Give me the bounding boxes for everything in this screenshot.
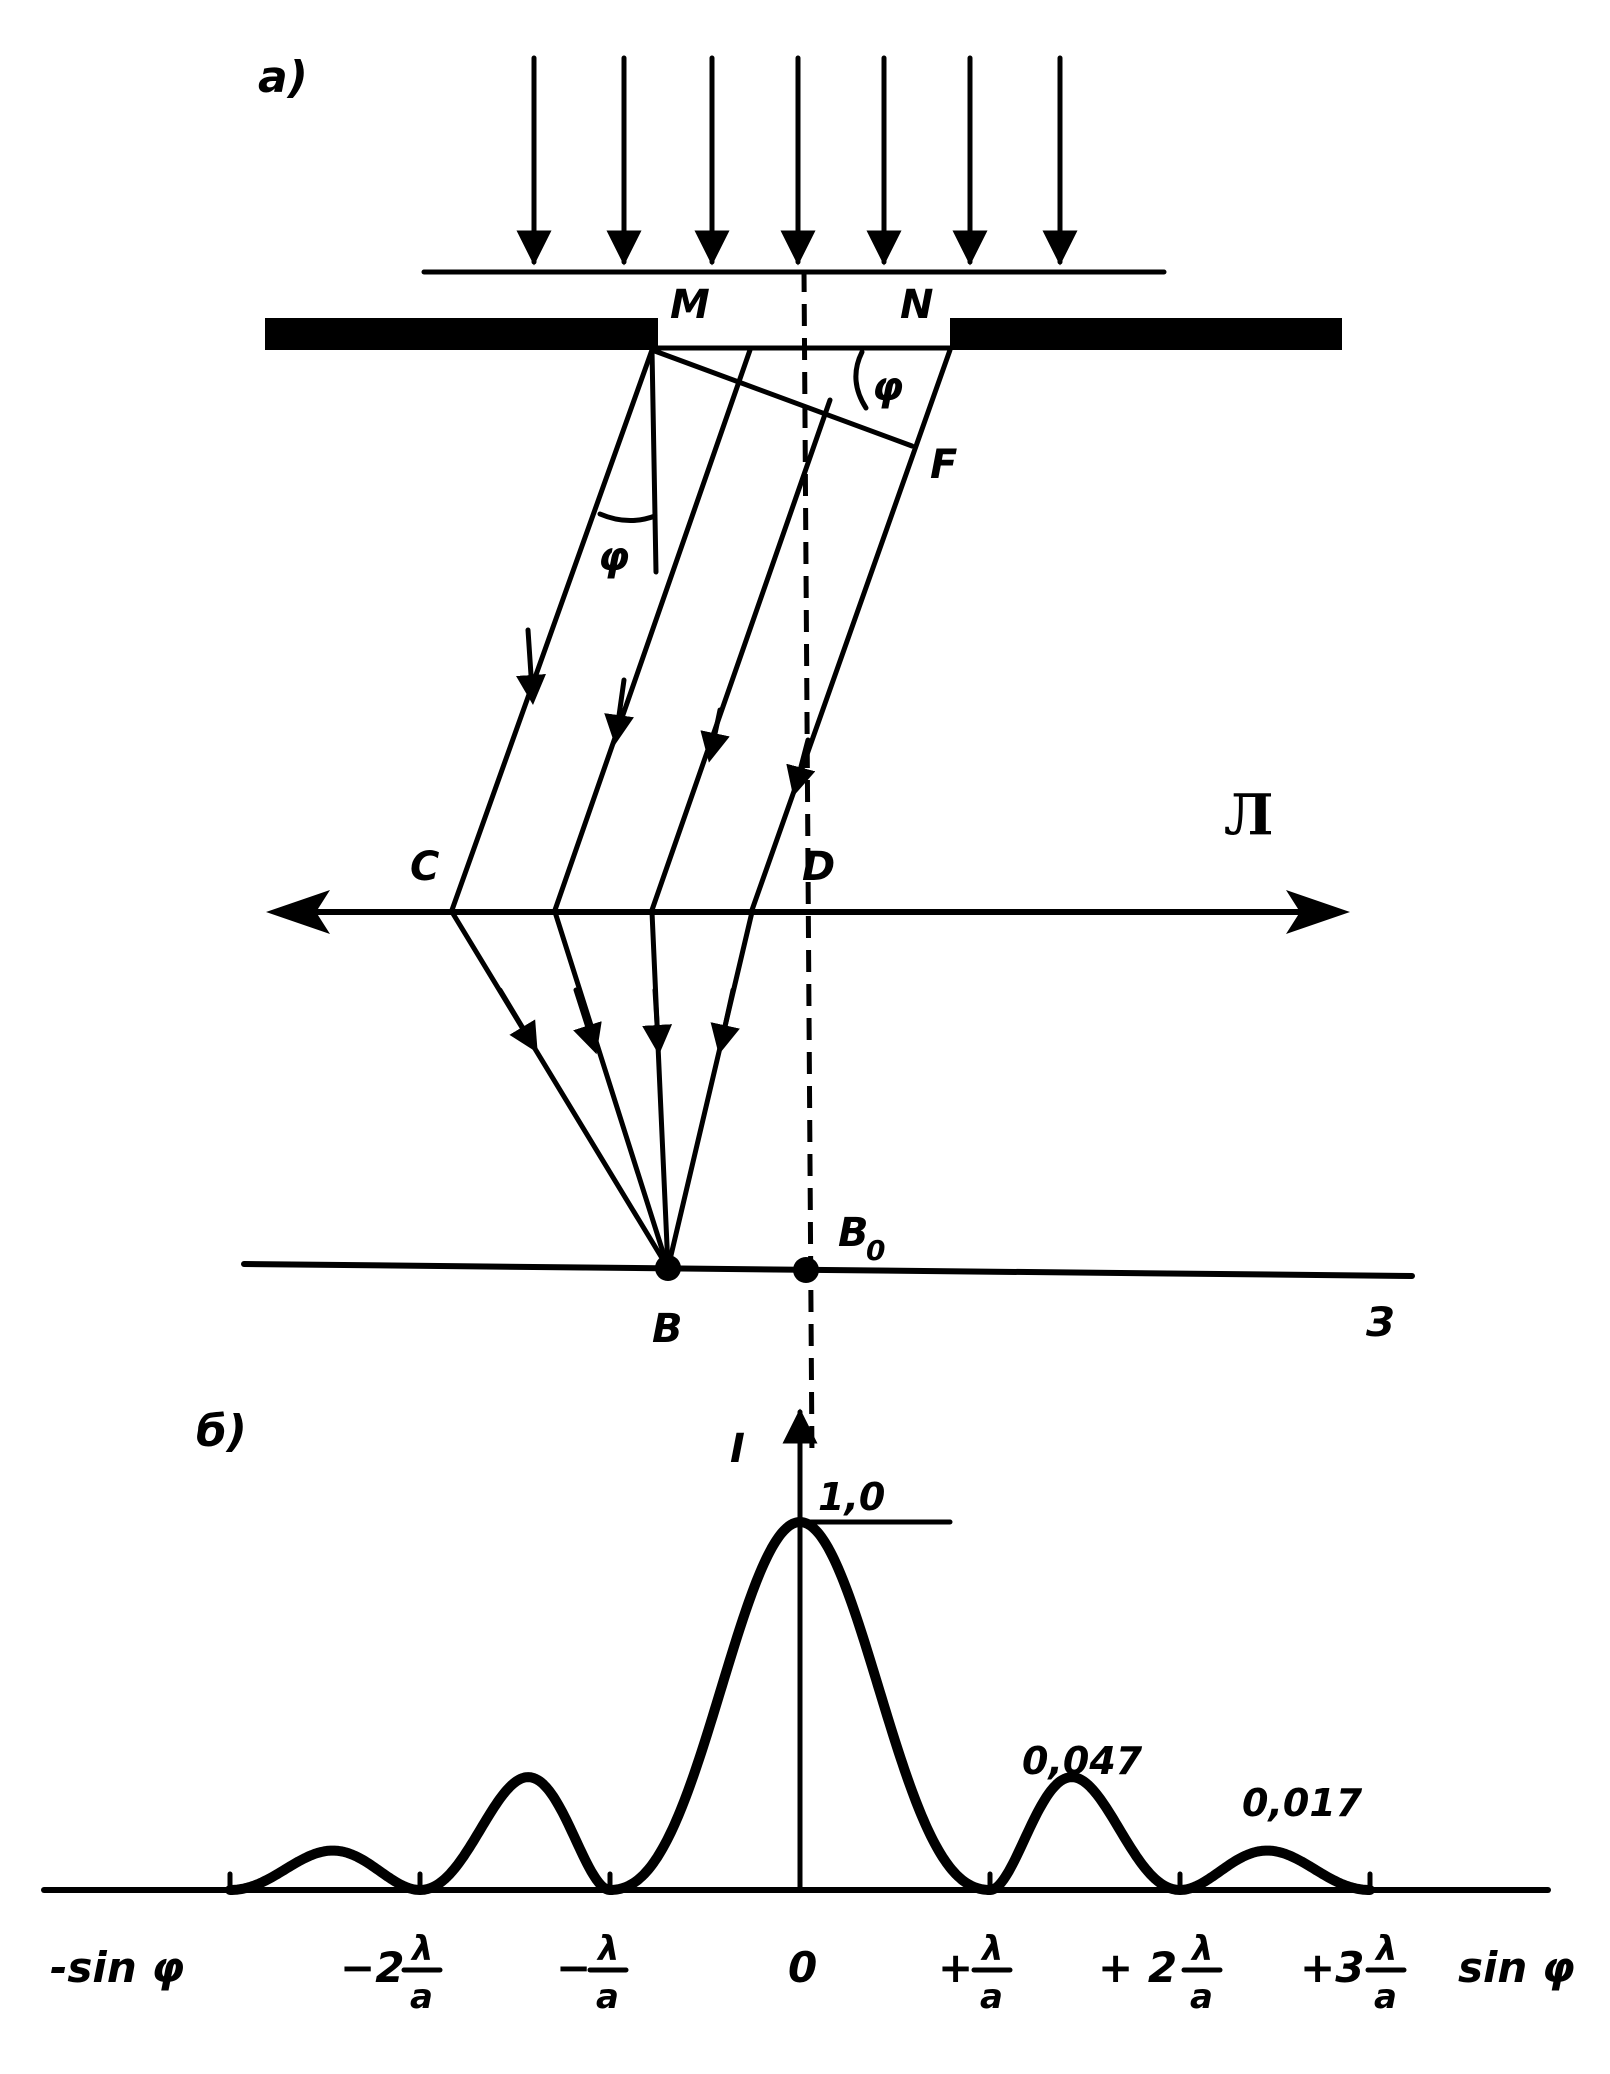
point-B0 — [793, 1257, 819, 1283]
label-C: C — [410, 844, 439, 890]
slit-plate-left — [265, 318, 658, 350]
incident-rays — [516, 55, 1078, 266]
diffracted-ray — [749, 347, 953, 913]
side-max-2-label: 0,017 — [1242, 1781, 1363, 1825]
tick-pos1-a: a — [980, 1977, 1003, 2017]
slit-plate-right — [950, 318, 1342, 350]
tick-neg1-coef: − — [556, 1943, 591, 1992]
tick-neg2-coef: −2 — [340, 1943, 404, 1992]
ray-arrowhead — [710, 987, 740, 1055]
tick-neg1-lambda: λ — [596, 1929, 620, 1969]
pos-sin-label: sin φ — [1458, 1943, 1575, 1992]
tick-neg2-a: a — [410, 1977, 433, 2017]
ray-arrowhead — [573, 987, 602, 1055]
diffracted-rays — [449, 347, 953, 913]
tick-pos3-coef: +3 — [1300, 1943, 1364, 1992]
tick-neg1-a: a — [596, 1977, 619, 2017]
point-B — [655, 1255, 681, 1281]
tick-pos3-a: a — [1374, 1977, 1397, 2017]
ray-arrowhead — [497, 987, 538, 1053]
lens-arrow-left — [266, 890, 330, 934]
diffracted-ray — [449, 347, 655, 913]
screen-label: З — [1365, 1300, 1394, 1346]
ray-arrowhead — [700, 707, 730, 763]
diffracted-ray — [649, 397, 833, 913]
angle-arc-top — [853, 349, 869, 411]
perpendicular-MF — [649, 347, 915, 449]
converging-ray — [449, 909, 671, 1271]
diffracted-ray — [552, 347, 753, 913]
phi-left-label: φ — [598, 534, 629, 580]
converging-rays — [449, 909, 755, 1271]
label-D: D — [802, 844, 835, 890]
label-F: F — [930, 442, 957, 488]
ray-arrowhead — [604, 677, 634, 745]
label-N: N — [900, 282, 933, 328]
intensity-axis-label: I — [730, 1426, 745, 1472]
tick-pos2-coef: + 2 — [1098, 1943, 1177, 1992]
lens-label: Л — [1224, 782, 1274, 848]
part-a-label: а) — [258, 52, 308, 103]
tick-pos2-lambda: λ — [1190, 1929, 1214, 1969]
ray-arrowhead — [642, 987, 673, 1055]
tick-pos3-lambda: λ — [1374, 1929, 1398, 1969]
angle-arc-left — [597, 511, 658, 523]
tick-pos1-lambda: λ — [980, 1929, 1004, 1969]
converging-ray — [665, 909, 755, 1271]
side-max-1-label: 0,047 — [1022, 1739, 1143, 1783]
neg-sin-label: -sin φ — [50, 1943, 184, 1992]
tick-pos2-a: a — [1190, 1977, 1213, 2017]
label-M: M — [670, 282, 710, 328]
converging-ray — [649, 909, 671, 1271]
phi-top-label: φ — [872, 364, 903, 410]
tick-zero: 0 — [788, 1943, 817, 1992]
converging-ray — [552, 909, 671, 1271]
tick-neg2-lambda: λ — [410, 1929, 434, 1969]
screen-line — [241, 1261, 1415, 1279]
label-B0: B — [838, 1210, 869, 1256]
tick-pos1-coef: + — [938, 1943, 973, 1992]
label-B0-sub: 0 — [866, 1234, 885, 1267]
peak-label: 1,0 — [818, 1475, 885, 1519]
label-B: B — [652, 1306, 683, 1352]
ray-arrowhead — [516, 627, 546, 705]
part-b-label: б) — [196, 1406, 247, 1457]
vertical-reference-line — [649, 347, 659, 575]
axis-ticks — [227, 1871, 1373, 1893]
lens-arrow-right — [1286, 890, 1350, 934]
